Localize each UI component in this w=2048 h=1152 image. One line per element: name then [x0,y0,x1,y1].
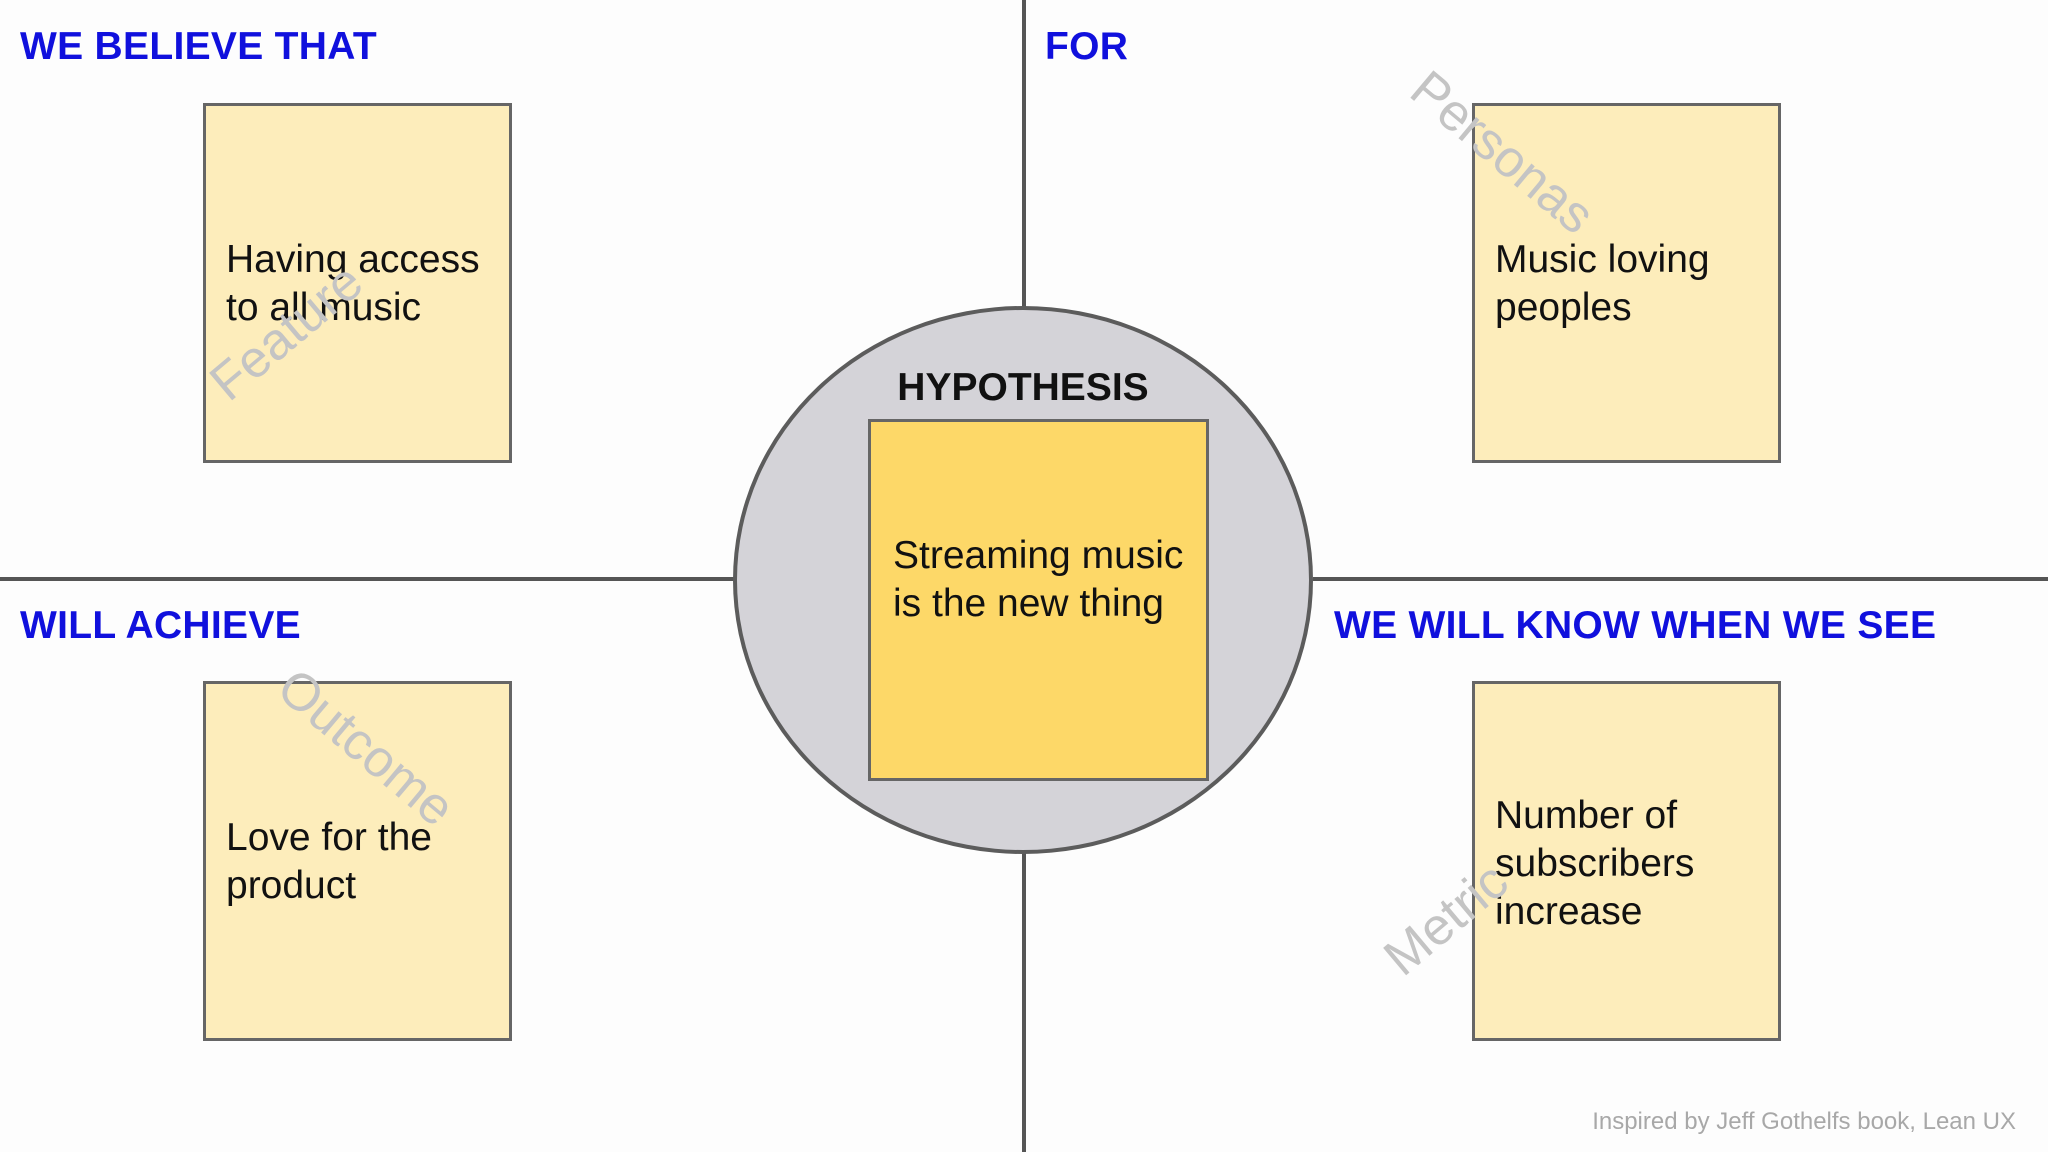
sticky-note-hypothesis-text: Streaming music is the new thing [893,534,1184,625]
sticky-note-personas[interactable]: Music loving peoples [1472,103,1781,463]
sticky-note-metric-text: Number of subscribers increase [1495,794,1695,933]
horizontal-divider-right [1313,577,2048,581]
heading-we-will-know: WE WILL KNOW WHEN WE SEE [1334,604,1937,647]
sticky-note-metric[interactable]: Number of subscribers increase [1472,681,1781,1041]
sticky-note-outcome-text: Love for the product [226,816,432,907]
heading-for: FOR [1045,25,1129,68]
heading-will-achieve: WILL ACHIEVE [20,604,301,647]
sticky-note-outcome[interactable]: Love for the product [203,681,512,1041]
sticky-note-feature-text: Having access to all music [226,238,480,329]
credit-footer: Inspired by Jeff Gothelfs book, Lean UX [1592,1108,2016,1135]
heading-we-believe-that: WE BELIEVE THAT [20,25,377,68]
hypothesis-title: HYPOTHESIS [897,366,1149,409]
vertical-divider-bottom [1022,850,1026,1152]
sticky-note-feature[interactable]: Having access to all music [203,103,512,463]
sticky-note-personas-text: Music loving peoples [1495,238,1710,329]
vertical-divider-top [1022,0,1026,310]
sticky-note-hypothesis[interactable]: Streaming music is the new thing [868,419,1209,781]
horizontal-divider-left [0,577,735,581]
